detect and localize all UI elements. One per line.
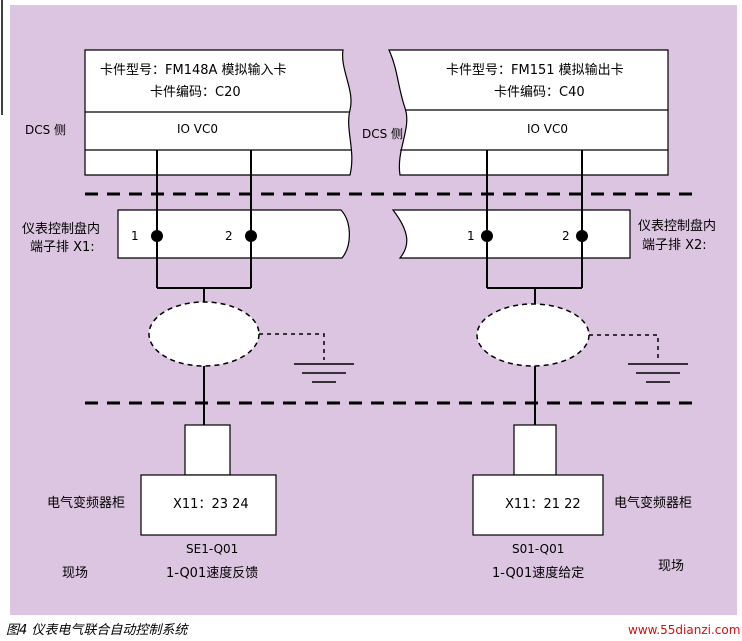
left-card-code: 卡件编码：C20 (150, 85, 241, 100)
right-field-tag: S01-Q01 (512, 542, 564, 556)
left-cabinet-label: 电气变频器柜 (47, 495, 125, 511)
left-card-model: 卡件型号：FM148A 模拟输入卡 (100, 62, 287, 78)
right-terminal-dot-1 (481, 230, 493, 242)
right-cabinet-label: 电气变频器柜 (614, 495, 692, 511)
left-field-tag: SE1-Q01 (186, 542, 238, 556)
right-terminal-strip: 1 2 (391, 209, 631, 259)
left-site-label: 现场 (62, 566, 88, 581)
left-dcs-card: 卡件型号：FM148A 模拟输入卡 卡件编码：C20 IO VC0 (84, 49, 353, 176)
right-terminal-label-2: 端子排 X2: (642, 238, 707, 253)
right-ground-icon (628, 363, 688, 383)
right-shield-ellipse (476, 303, 590, 367)
left-terminal-pin1: 1 (131, 229, 139, 243)
left-field-box (140, 474, 277, 536)
right-card-model: 卡件型号：FM151 模拟输出卡 (446, 62, 624, 78)
right-terminal-label-1: 仪表控制盘内 (638, 218, 716, 234)
left-field-box-text: X11：23 24 (173, 497, 249, 512)
right-field-signal: 1-Q01速度给定 (492, 565, 584, 581)
left-dcs-side-label: DCS 侧 (25, 123, 66, 137)
left-ground-lead (259, 333, 325, 360)
right-card-code: 卡件编码：C40 (494, 85, 585, 100)
right-card-io: IO VC0 (527, 122, 568, 136)
left-ground-icon (294, 363, 354, 383)
figure-caption: 图4 仪表电气联合自动控制系统 (6, 623, 189, 638)
right-dcs-card: 卡件型号：FM151 模拟输出卡 卡件编码：C40 IO VC0 (388, 49, 669, 176)
left-terminal-dot-2 (245, 230, 257, 242)
left-field-signal: 1-Q01速度反馈 (166, 565, 258, 581)
left-field-connector (184, 424, 231, 476)
right-dcs-side-label: DCS 侧 (362, 127, 403, 141)
left-terminal-label-1: 仪表控制盘内 (22, 221, 100, 237)
left-shield-ellipse (148, 301, 260, 367)
left-terminal-dot-1 (151, 230, 163, 242)
right-site-label: 现场 (658, 559, 684, 574)
right-field-box (472, 474, 604, 536)
left-card-io: IO VC0 (177, 122, 218, 136)
right-terminal-pin1: 1 (467, 229, 475, 243)
right-field-connector (513, 424, 557, 476)
left-terminal-pin2: 2 (225, 229, 233, 243)
right-terminal-dot-2 (576, 230, 588, 242)
left-terminal-strip: 1 2 (117, 209, 350, 259)
right-terminal-pin2: 2 (562, 229, 570, 243)
watermark-text: www.55dianzi.com (628, 623, 740, 637)
left-terminal-label-2: 端子排 X1: (30, 240, 95, 255)
right-field-box-text: X11：21 22 (505, 497, 581, 512)
